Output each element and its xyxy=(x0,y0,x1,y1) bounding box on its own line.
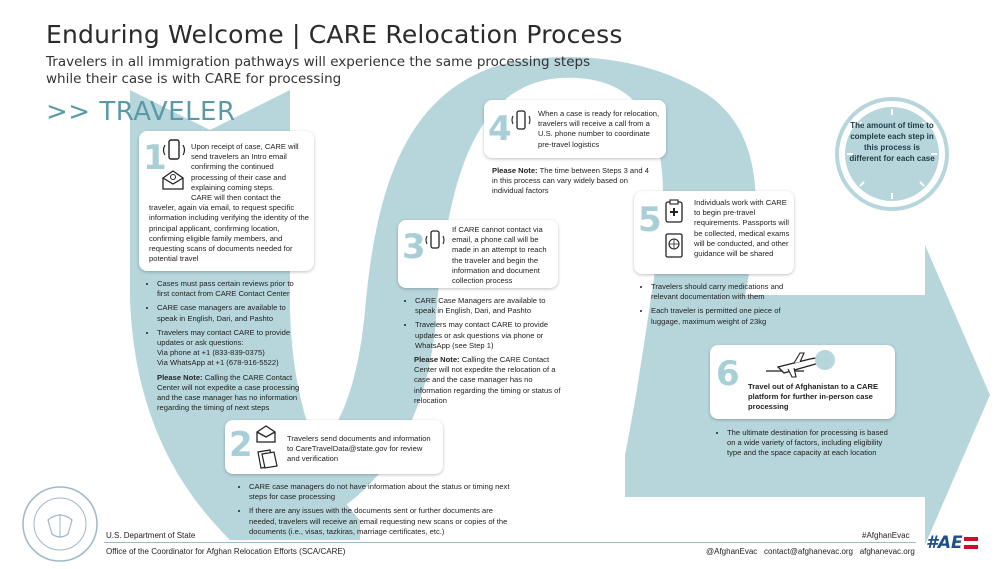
documents-icon xyxy=(257,449,278,469)
step-6-card: 6 Travel out of Afghanistan to a CARE pl… xyxy=(710,345,895,419)
seal-icon xyxy=(22,486,98,562)
step-2-bullet: CARE case managers do not have informati… xyxy=(249,482,510,502)
email-icon xyxy=(162,170,184,190)
phone-icon xyxy=(162,139,186,160)
step-2-text: Travelers send documents and information… xyxy=(287,434,431,464)
page-subtitle: Travelers in all immigration pathways wi… xyxy=(46,54,591,87)
step-4-number: 4 xyxy=(488,109,512,149)
email-icon xyxy=(256,425,276,443)
footer-site[interactable]: afghanevac.org xyxy=(859,547,915,556)
medical-clipboard-icon xyxy=(665,199,683,223)
step-3-card: 3 If CARE cannot contact via email, a ph… xyxy=(398,220,558,288)
logo-text: #AE xyxy=(926,533,963,553)
footer-office: Office of the Coordinator for Afghan Rel… xyxy=(106,547,346,556)
step-3-number: 3 xyxy=(402,227,426,267)
step-1-details: Cases must pass certain reviews prior to… xyxy=(146,279,308,413)
step-5-bullet: Each traveler is permitted one piece of … xyxy=(651,306,800,326)
phone-icon xyxy=(425,230,445,249)
step-5-text: Individuals work with CARE to begin pre-… xyxy=(694,198,790,259)
clock-icon xyxy=(835,97,949,211)
step-3-note-text: Calling the CARE Contact Center will not… xyxy=(414,355,561,405)
step-3-bullet: CARE Case Managers are available to spea… xyxy=(415,296,564,316)
step-4-note-label: Please Note: xyxy=(492,166,538,175)
step-6-number: 6 xyxy=(716,354,740,394)
section-label: >> TRAVELER xyxy=(46,97,236,127)
step-1-bullet: CARE case managers are available to spea… xyxy=(157,303,308,323)
step-1-bullet: Cases must pass certain reviews prior to… xyxy=(157,279,308,299)
step-3-details: CARE Case Managers are available to spea… xyxy=(404,296,564,406)
step-1-note-label: Please Note: xyxy=(157,372,203,382)
step-1-bullet: Travelers may contact CARE to provide up… xyxy=(157,328,308,369)
step-1-number: 1 xyxy=(143,138,167,178)
step-5-number: 5 xyxy=(638,200,662,240)
step-1-note: Please Note: Calling the CARE Contact Ce… xyxy=(146,373,308,414)
step-4-card: 4 When a case is ready for relocation, t… xyxy=(484,100,666,158)
step-1-note-text: Calling the CARE Contact Center will not… xyxy=(157,372,300,413)
step-4-note-text: The time between Steps 3 and 4 in this p… xyxy=(492,166,649,196)
step-2-bullet: If there are any issues with the documen… xyxy=(249,506,510,537)
step-1-text-a: Upon receipt of case, CARE will send tra… xyxy=(191,142,299,192)
passport-icon xyxy=(665,233,683,258)
phone-icon xyxy=(511,110,531,130)
logo-flag-icon xyxy=(963,537,978,549)
footer-email[interactable]: contact@afghanevac.org xyxy=(763,547,854,556)
step-5-details: Travelers should carry medications and r… xyxy=(640,282,800,331)
step-4-note: Please Note: The time between Steps 3 an… xyxy=(492,166,650,197)
step-3-bullet: Travelers may contact CARE to provide up… xyxy=(415,320,564,351)
state-seal xyxy=(20,484,100,564)
footer-hashtag[interactable]: #AfghanEvac xyxy=(862,531,910,540)
clock-graphic: The amount of time to complete each step… xyxy=(834,96,950,212)
afghanevac-logo: #AE xyxy=(926,533,978,553)
clock-note: The amount of time to complete each step… xyxy=(849,121,935,163)
step-6-details: The ultimate destination for processing … xyxy=(716,428,892,463)
step-4-text: When a case is ready for relocation, tra… xyxy=(538,109,660,149)
footer-contacts: @AfghanEvac contact@afghanevac.org afgha… xyxy=(706,547,915,556)
step-1-phone: Via phone at +1 (833-839-0375) xyxy=(157,348,265,358)
step-6-bullet: The ultimate destination for processing … xyxy=(727,428,892,459)
step-3-note-label: Please Note: xyxy=(414,355,460,365)
step-2-number: 2 xyxy=(229,425,253,465)
footer-divider xyxy=(104,542,916,543)
step-2-card: 2 Travelers send documents and informati… xyxy=(225,420,443,474)
step-2-details: CARE case managers do not have informati… xyxy=(238,482,510,541)
footer-dept: U.S. Department of State xyxy=(106,531,196,540)
footer-handle[interactable]: @AfghanEvac xyxy=(706,547,758,556)
step-1-text-b: CARE will then contact the traveler, aga… xyxy=(149,193,309,264)
step-6-text: Travel out of Afghanistan to a CARE plat… xyxy=(748,382,879,412)
step-1-whatsapp: Via WhatsApp at +1 (678-916-5522) xyxy=(157,358,279,368)
step-3-note: Please Note: Calling the CARE Contact Ce… xyxy=(404,355,564,406)
step-1-contact-intro: Travelers may contact CARE to provide up… xyxy=(157,327,291,348)
step-5-card: 5 Individuals work with CARE to begin pr… xyxy=(634,191,794,274)
step-1-card: 1 Upon receipt of case, CARE will send t… xyxy=(139,131,314,271)
page-title: Enduring Welcome | CARE Relocation Proce… xyxy=(46,20,623,49)
globe-icon xyxy=(815,350,835,370)
step-3-text: If CARE cannot contact via email, a phon… xyxy=(452,225,547,286)
step-5-bullet: Travelers should carry medications and r… xyxy=(651,282,800,302)
